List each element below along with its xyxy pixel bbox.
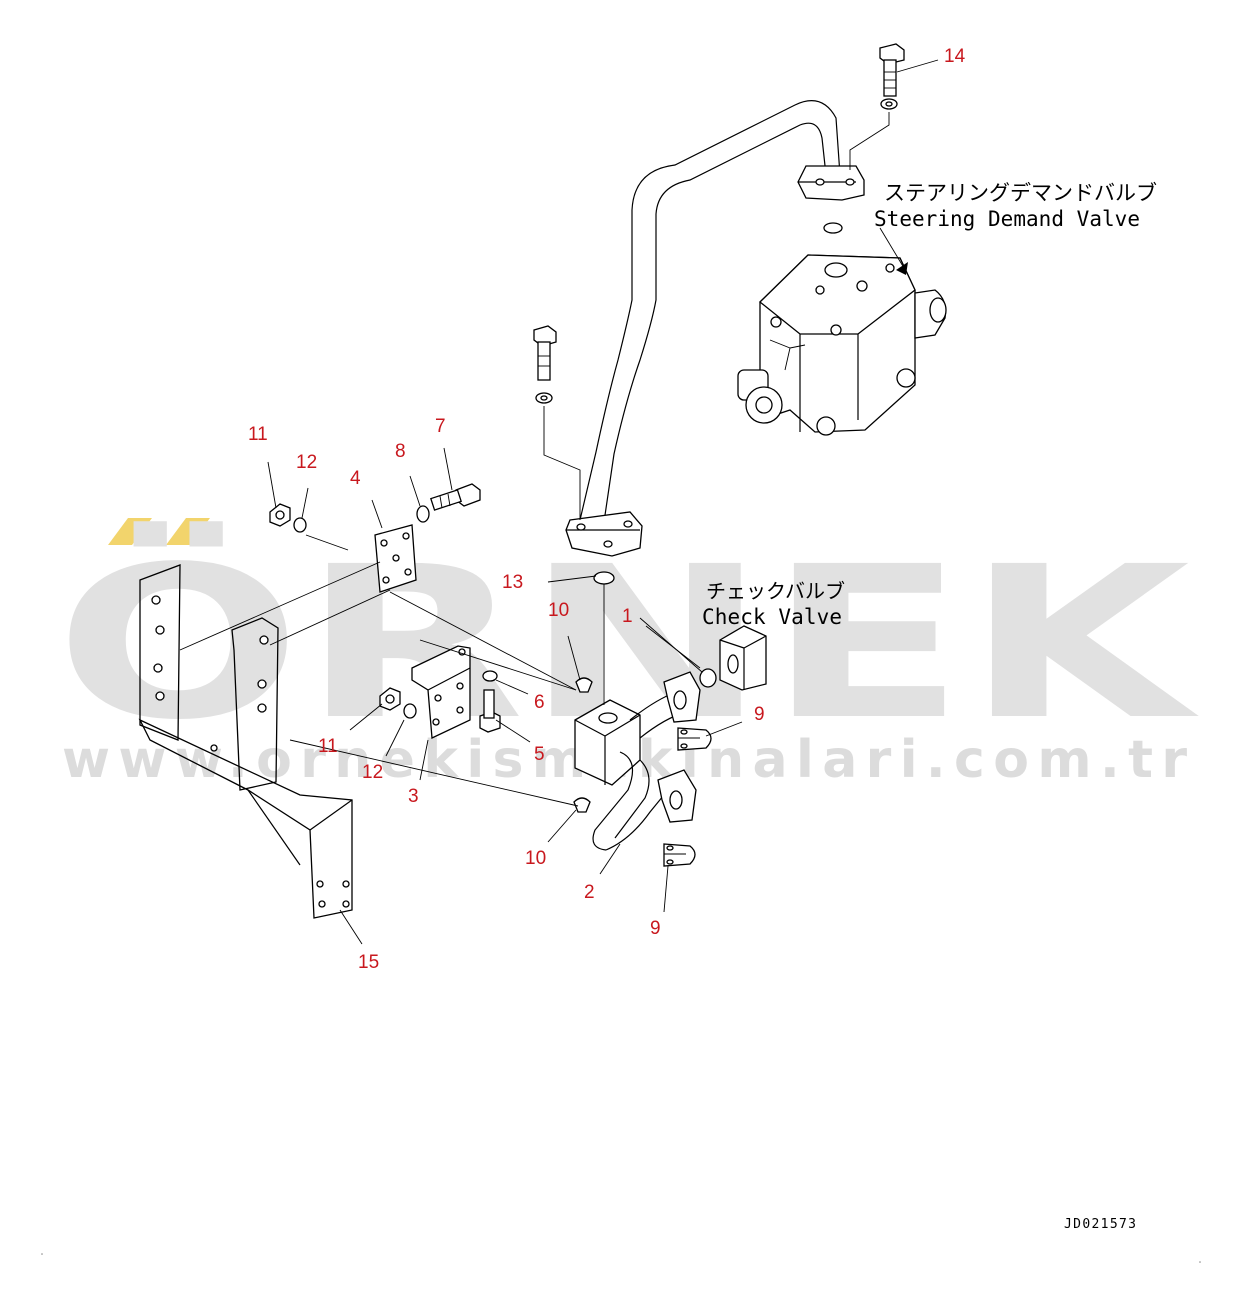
assembly-lines <box>179 561 703 807</box>
callout-11-lower: 11 <box>318 736 338 757</box>
o-ring-upper <box>823 222 843 234</box>
corner-dot-left <box>41 1253 43 1255</box>
callout-14: 14 <box>944 46 966 67</box>
callout-3: 3 <box>408 786 419 807</box>
connector-block <box>574 671 701 851</box>
callout-7: 7 <box>435 416 446 437</box>
nut-11-upper <box>269 503 291 527</box>
callout-8: 8 <box>395 441 406 462</box>
callout-2: 2 <box>584 882 595 903</box>
callout-10-lower: 10 <box>525 848 546 869</box>
text-labels: ステアリングデマンドバルブ Steering Demand Valve チェック… <box>702 181 1157 1232</box>
washer-6 <box>482 670 498 682</box>
check-valve-label-jp: チェックバルブ <box>706 579 845 603</box>
bracket-15 <box>138 564 353 919</box>
callout-1: 1 <box>622 606 633 627</box>
steering-valve-label-en: Steering Demand Valve <box>874 207 1140 231</box>
split-flange-9-lower <box>663 843 696 867</box>
plate-4 <box>374 524 417 593</box>
check-valve-label-en: Check Valve <box>702 605 842 629</box>
steering-valve-label-jp: ステアリングデマンドバルブ <box>884 181 1157 205</box>
clip-10-upper <box>575 677 593 693</box>
callout-12-lower: 12 <box>362 762 383 783</box>
callout-9-upper: 9 <box>754 704 765 725</box>
washer-12-lower <box>403 703 417 719</box>
steering-demand-valve <box>737 254 947 436</box>
callout-6: 6 <box>534 692 545 713</box>
leader-lines <box>267 59 939 945</box>
callout-10-upper: 10 <box>548 600 569 621</box>
watermark-accent-left <box>108 518 152 545</box>
watermark-accent-right <box>166 518 210 545</box>
callout-4: 4 <box>350 468 361 489</box>
callout-11-upper: 11 <box>248 424 268 445</box>
corner-dot-right <box>1199 1261 1201 1263</box>
callout-13: 13 <box>502 572 523 593</box>
callout-9-lower: 9 <box>650 918 661 939</box>
washer-8 <box>416 505 430 523</box>
bolt-5 <box>479 689 501 733</box>
bolt-7 <box>430 483 481 511</box>
o-ring-13 <box>593 571 615 585</box>
drawing-code: JD021573 <box>1064 1217 1136 1232</box>
washer-12-upper <box>293 517 307 533</box>
split-flange-9-upper <box>677 727 712 751</box>
o-ring-check <box>699 668 717 688</box>
clip-10-lower <box>573 797 591 813</box>
callout-15: 15 <box>358 952 379 973</box>
callouts: 1 2 3 4 5 6 7 8 9 9 10 10 11 11 12 12 13… <box>248 46 966 973</box>
bolt-lower-flange <box>533 325 581 520</box>
callout-5: 5 <box>534 744 545 765</box>
steering-tube <box>565 100 865 557</box>
check-valve <box>699 625 767 691</box>
bolt-14 <box>849 43 905 170</box>
callout-12-upper: 12 <box>296 452 317 473</box>
